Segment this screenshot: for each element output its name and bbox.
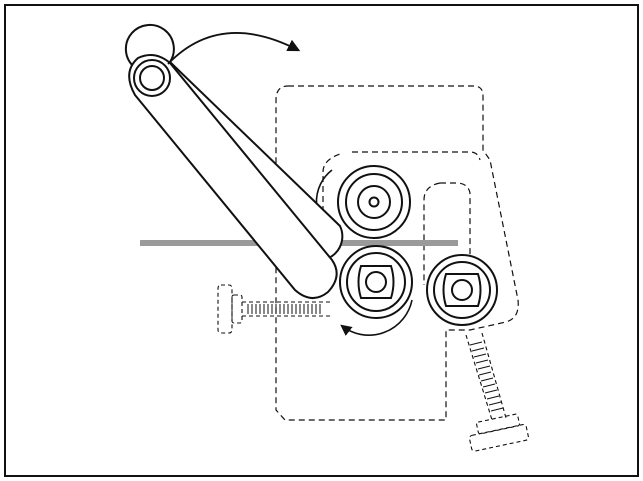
drive-roller — [339, 245, 413, 319]
side-roller — [426, 254, 498, 326]
dashed-frame — [275, 85, 519, 421]
crank-handle-outline — [128, 53, 338, 299]
horizontal-adjust-screw — [217, 284, 330, 334]
crank-pivot — [133, 59, 171, 97]
diagonal-screw-threads — [469, 341, 504, 412]
top-roller — [337, 165, 411, 239]
handle-rotation-arrow — [167, 32, 301, 65]
diagonal-adjust-screw — [465, 332, 529, 452]
figure-border — [4, 4, 639, 477]
horizontal-screw-threads — [247, 304, 321, 314]
drive-roller-rotation-arrow — [340, 299, 413, 336]
